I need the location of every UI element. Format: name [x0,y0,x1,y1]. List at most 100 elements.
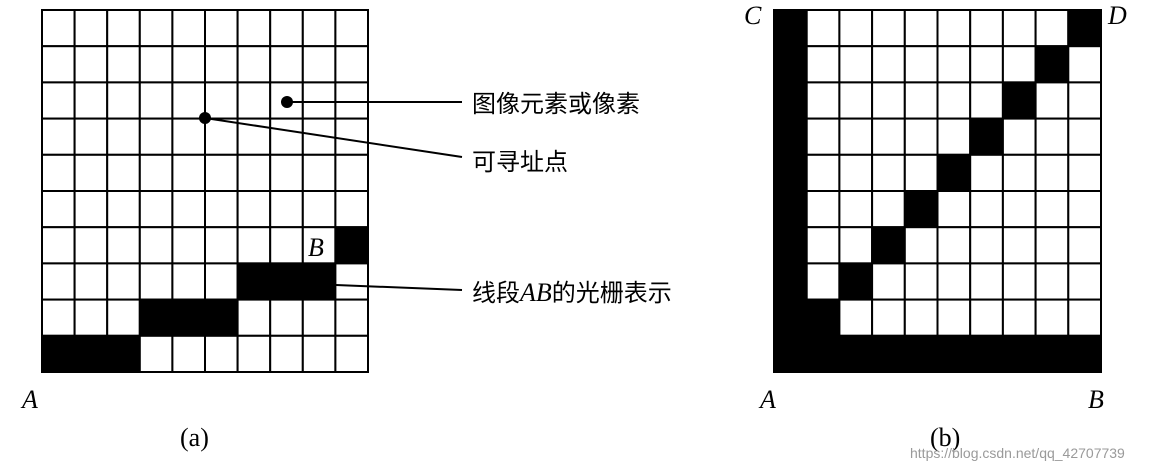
figure-a-filled-cell [41,334,76,373]
figure-a-cell [73,9,109,48]
figure-b-cell [969,153,1004,193]
figure-b-cell [871,117,906,156]
figure-a-filled-cell [334,226,369,265]
figure-b-cell [936,262,972,301]
figure-b-filled-cell [871,226,906,265]
figure-b-label-b: B [1088,385,1104,414]
figure-b-cell [1067,298,1103,337]
figure-b-cell [871,153,906,193]
figure-a-cell [236,81,272,120]
figure-b-cell [1067,117,1103,156]
figure-a-cell [334,334,369,373]
figure-b-cell [871,9,906,48]
figure-a-cell [171,334,206,373]
figure-a-cell [41,298,76,337]
figure-b-annotations: C D A B (b) [744,1,1127,452]
figure-a-cell [301,334,337,373]
figure-b-cell [969,45,1004,84]
figure-b-cell [936,81,972,120]
raster-callout-prefix: 线段 [472,279,520,307]
pixel-callout: 图像元素或像素 [472,90,640,118]
figure-a-cell [334,262,369,301]
figure-a-cell [204,9,239,48]
figure-b-filled-cell [1034,45,1070,84]
figure-a-cell [73,153,109,193]
figure-b-cell [903,153,939,193]
raster-leader [335,284,463,291]
figure-a-cell [204,81,239,120]
figure-a-cell [41,9,76,48]
figure-b-filled-cell [773,45,808,84]
figure-a-cell [73,117,109,156]
figure-a-cell [204,45,239,84]
figure-a-cell [269,117,304,156]
figure-b-cell [1001,190,1037,229]
figure-b-cell [805,262,841,301]
figure-b-cell [871,45,906,84]
figure-b-filled-cell [805,334,841,373]
figure-a-cell [106,153,141,193]
figure-a-cell [73,190,109,229]
figure-b-cell [936,117,972,156]
figure-b-cell [805,81,841,120]
figure-a-cell [106,81,141,120]
figure-b-cell [1001,153,1037,193]
figure-b-cell [838,117,874,156]
figure-a-cell [334,9,369,48]
figure-a-cell [138,262,174,301]
figure-a-filled-cell [269,262,304,301]
figure-a-cell [171,117,206,156]
figure-a-cell [138,334,174,373]
figure-a-cell [269,9,304,48]
figure-a-cell [269,45,304,84]
figure-b-cell [969,262,1004,301]
figure-b-filled-cell [1067,9,1103,48]
figure-a-cell [41,117,76,156]
figure-a-cell [171,9,206,48]
figure-a-cell [236,298,272,337]
figure-a-label-a: A [20,385,38,414]
figure-b-cell [805,9,841,48]
figure-a-cell [171,45,206,84]
figure-b-filled-cell [773,298,808,337]
figure-b-cell [805,117,841,156]
figure-a-cell [269,298,304,337]
figure-a-cell [334,117,369,156]
figure-a-cell [301,81,337,120]
figure-b-label-a: A [758,385,776,414]
figure-a-cell [41,81,76,120]
watermark: https://blog.csdn.net/qq_42707739 [910,445,1125,461]
figure-b-cell [969,190,1004,229]
figure-b-cell [903,262,939,301]
figure-b-cell [903,9,939,48]
figure-a-cell [171,262,206,301]
figure-a-cell [204,334,239,373]
figure-b-cell [969,81,1004,120]
figure-b-cell [838,45,874,84]
figure-a-cell [204,190,239,229]
figure-b-cell [936,9,972,48]
figure-a-cell [301,9,337,48]
figure-b-cell [1067,226,1103,265]
figure-a-cell [301,190,337,229]
figure-b-cell [1067,190,1103,229]
figure-a-cell [204,117,239,156]
figure-a-filled-cell [236,262,272,301]
figure-b-filled-cell [773,9,808,48]
figure-a-cell [334,298,369,337]
figure-a-filled-cell [138,298,174,337]
figure-a-cell [204,226,239,265]
figure-b-cell [1034,153,1070,193]
figure-b-cell [805,226,841,265]
figure-a-cell [204,153,239,193]
figure-a-cell [41,262,76,301]
figure-b-cell [871,298,906,337]
figure-b-cell [936,190,972,229]
figure-b-cell [1034,298,1070,337]
figure-b-cell [838,190,874,229]
figure-a-cell [236,334,272,373]
figure-a-cell [73,226,109,265]
figure-a-cell [301,153,337,193]
figure-b-cell [1034,117,1070,156]
figure-b-filled-cell [773,262,808,301]
